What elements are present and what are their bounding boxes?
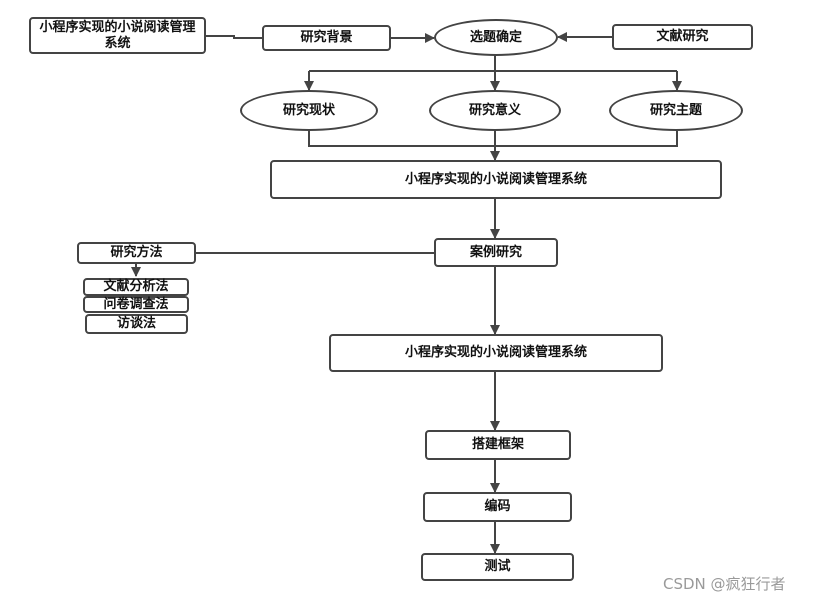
- watermark-text: CSDN @疯狂行者: [663, 575, 786, 593]
- topic-confirm-node: 选题确定: [434, 19, 558, 56]
- research-background-node: 研究背景: [262, 25, 391, 51]
- research-methods-node: 研究方法: [77, 242, 196, 264]
- research-significance-node: 研究意义: [429, 90, 561, 131]
- coding-node: 编码: [423, 492, 572, 522]
- system-node-lower: 小程序实现的小说阅读管理系统: [329, 334, 663, 372]
- literature-research-node: 文献研究: [612, 24, 753, 50]
- build-framework-node: 搭建框架: [425, 430, 571, 460]
- connector-from-theme: [495, 131, 678, 147]
- method-questionnaire: 问卷调查法: [83, 296, 189, 313]
- connector-from-status: [308, 131, 495, 147]
- method-literature-analysis: 文献分析法: [83, 278, 189, 296]
- method-interview: 访谈法: [85, 314, 188, 334]
- testing-node: 测试: [421, 553, 574, 581]
- connector-system-to-background: [206, 35, 262, 39]
- research-status-node: 研究现状: [240, 90, 378, 131]
- case-study-node: 案例研究: [434, 238, 558, 267]
- system-node-top-left: 小程序实现的小说阅读管理系统: [29, 17, 206, 54]
- system-node-mid: 小程序实现的小说阅读管理系统: [270, 160, 722, 199]
- research-theme-node: 研究主题: [609, 90, 743, 131]
